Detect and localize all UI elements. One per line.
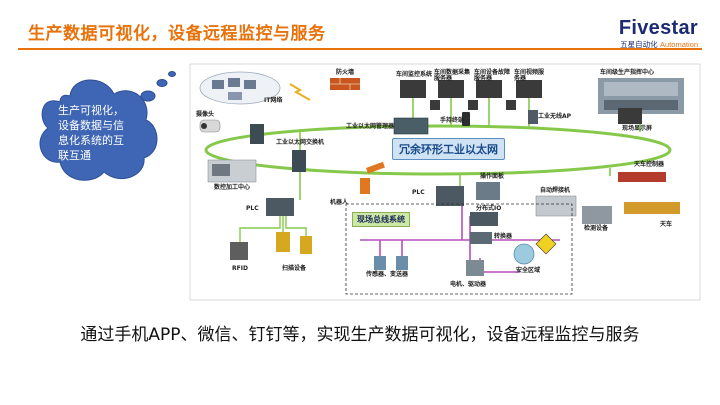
thought-cloud [39, 71, 176, 181]
transmitter-device [396, 256, 408, 270]
logo-wordmark: Fivestar [618, 17, 698, 39]
label-workshop-collect: 车间数据采集服务器 [434, 69, 471, 82]
plc-rack-left [266, 198, 294, 216]
label-camera: 摄像头 [196, 111, 215, 118]
scanner-device [276, 232, 290, 252]
cloud-text: 生产可视化，设备数据与信息化系统的互联互通 [58, 104, 124, 162]
motor-device [466, 260, 484, 276]
label-plc-center: PLC [412, 189, 425, 196]
label-converter: 转换器 [494, 233, 513, 240]
label-eth-manager: 工业以太网管理器 [346, 123, 395, 130]
label-workshop-command: 车间级生产指挥中心 [600, 69, 655, 76]
label-distributed-io: 分布式IO [476, 205, 502, 212]
eth-manager-device [393, 117, 429, 135]
cnc-machine-icon [207, 159, 257, 183]
left-field-links [239, 216, 307, 242]
scanner-device-2 [300, 236, 312, 254]
eth-switch-center [292, 150, 306, 172]
label-plc-left: PLC [246, 205, 259, 212]
label-crane-controller: 天车控制器 [634, 161, 665, 168]
label-workshop-video: 车间视频服务器 [514, 69, 545, 82]
rfid-device [230, 242, 248, 260]
label-robot: 机器人 [330, 199, 349, 206]
distributed-io-device [470, 212, 498, 226]
sensor-device [374, 256, 386, 270]
inspection-device [582, 206, 612, 224]
lightning-icon [289, 83, 311, 101]
page-title: 生产数据可视化，设备远程监控与服务 [28, 24, 326, 44]
auto-welder-device [535, 195, 577, 217]
onsite-display-device [618, 108, 642, 124]
crane-controller-device [618, 172, 666, 182]
workshop-servers [400, 80, 542, 110]
firewall-icon [330, 78, 360, 90]
wireless-ap-device [528, 110, 538, 124]
converter-device [470, 232, 492, 244]
label-handheld: 手持终端 [440, 117, 465, 124]
label-it-network: IT网络 [264, 97, 283, 104]
operation-panel-device [476, 182, 500, 200]
label-firewall: 防火墙 [336, 69, 355, 76]
label-eth-switch: 工业以太网交换机 [276, 139, 325, 146]
label-operation-panel: 操作面板 [480, 173, 505, 180]
label-crane: 天车 [660, 221, 673, 228]
ethernet-ring-label: 冗余环形工业以太网 [392, 138, 505, 160]
fieldbus-label: 现场总线系统 [352, 212, 410, 227]
robot-icon [360, 161, 385, 194]
label-sensors: 传感器、变送器 [366, 271, 409, 278]
camera-icon [199, 119, 221, 133]
eth-switch-left [250, 124, 264, 144]
label-cnc: 数控加工中心 [214, 184, 251, 191]
label-motor: 电机、驱动器 [450, 281, 487, 288]
label-workshop-monitor: 车间监控系统 [396, 71, 433, 78]
ethernet-ring [204, 124, 672, 176]
logo-subtitle: 五星自动化 Automation [620, 40, 698, 49]
label-auto-welder: 自动焊接机 [540, 187, 571, 194]
label-onsite-display: 现场显示屏 [622, 125, 653, 132]
slide-caption: 通过手机APP、微信、钉钉等，实现生产数据可视化，设备远程监控与服务 [80, 325, 640, 345]
crane-device [624, 202, 680, 214]
safety-zone-icon [513, 233, 557, 265]
plc-rack-center [436, 186, 464, 206]
label-safety-zone: 安全区域 [516, 267, 541, 274]
label-workshop-fault: 车间设备故障服务器 [474, 69, 511, 82]
company-logo: Fivestar 五星自动化 Automation [619, 17, 698, 50]
handheld-device [462, 112, 470, 126]
title-divider [18, 48, 702, 50]
label-wireless-ap: 工业无线AP [538, 113, 572, 120]
it-network-cloud [199, 71, 281, 105]
label-scanner: 扫描设备 [282, 265, 307, 272]
fieldbus-zone [345, 203, 573, 295]
label-rfid: RFID [232, 265, 248, 272]
label-inspection: 检测设备 [584, 225, 609, 232]
